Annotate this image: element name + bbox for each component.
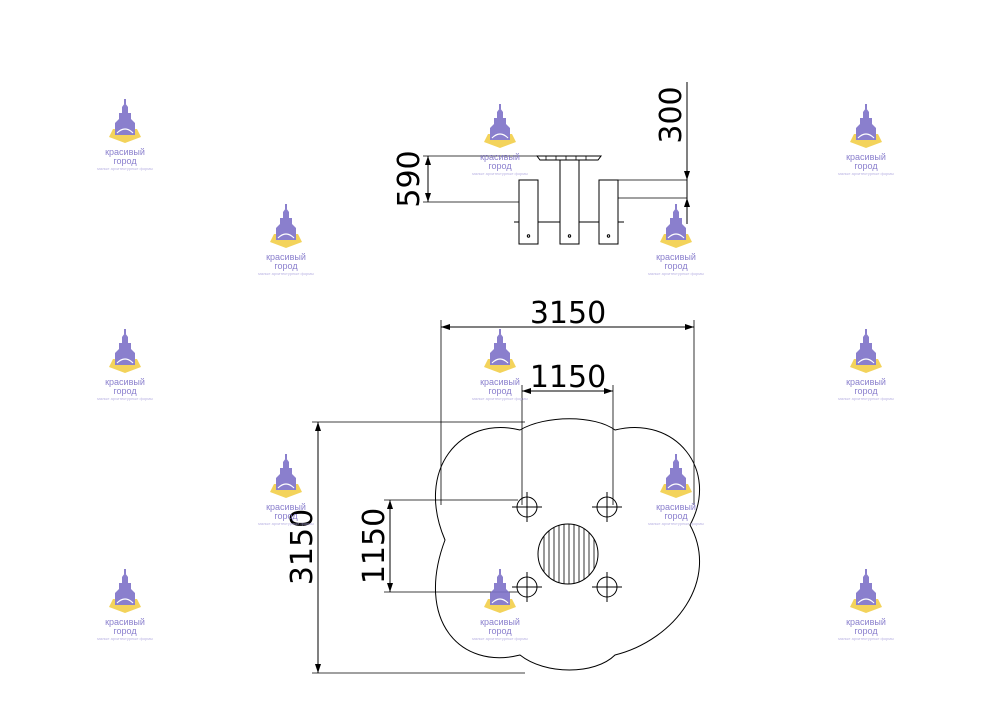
watermark-tagline: малые архитектурные формы bbox=[97, 396, 153, 401]
dimension-1150-vertical-label: 1150 bbox=[357, 508, 392, 584]
watermark-tagline: малые архитектурные формы bbox=[472, 171, 528, 176]
watermark-brand-line1: красивый bbox=[656, 502, 696, 512]
elevation-center-post bbox=[559, 159, 580, 245]
watermark-brand-line2: город bbox=[854, 626, 878, 636]
watermark-tagline: малые архитектурные формы bbox=[97, 166, 153, 171]
watermark-tagline: малые архитектурные формы bbox=[838, 636, 894, 641]
watermark-brand-line1: красивый bbox=[480, 152, 520, 162]
watermark-castle-icon bbox=[483, 328, 517, 374]
plan-stool-bottom-right bbox=[592, 572, 622, 602]
watermark-brand-line2: город bbox=[274, 261, 298, 271]
watermark-tagline: малые архитектурные формы bbox=[472, 396, 528, 401]
watermark-brand-line2: город bbox=[274, 511, 298, 521]
watermark-brand-line1: красивый bbox=[105, 377, 145, 387]
watermark-castle-icon bbox=[269, 453, 303, 499]
watermark-castle-icon bbox=[483, 103, 517, 149]
dimension-3150-vertical-label: 3150 bbox=[285, 509, 320, 585]
dimension-1150-horizontal: 1150 bbox=[521, 360, 614, 505]
watermark-tagline: малые архитектурные формы bbox=[648, 271, 704, 276]
plan-clover-outline bbox=[435, 418, 701, 671]
watermark-brand-line1: красивый bbox=[480, 377, 520, 387]
watermark-castle-icon bbox=[849, 328, 883, 374]
watermark-castle-icon bbox=[108, 98, 142, 144]
dimension-3150-vertical: 3150 bbox=[285, 421, 525, 674]
watermark-brand-line2: город bbox=[488, 386, 512, 396]
watermark-tagline: малые архитектурные формы bbox=[258, 521, 314, 526]
dimension-590: 590 bbox=[392, 150, 537, 208]
watermark-tagline: малые архитектурные формы bbox=[648, 521, 704, 526]
watermark-brand-line2: город bbox=[854, 161, 878, 171]
plan-center-table bbox=[537, 523, 599, 585]
watermark-brand-line1: красивый bbox=[846, 152, 886, 162]
side-elevation-view: 590 300 bbox=[392, 82, 690, 245]
watermark-brand-line1: красивый bbox=[105, 617, 145, 627]
watermark-brand-line2: город bbox=[113, 386, 137, 396]
watermark-castle-icon bbox=[659, 453, 693, 499]
watermark-castle-icon bbox=[108, 568, 142, 614]
plan-view: 3150 1150 3150 1150 bbox=[285, 296, 701, 674]
watermark-brand-line1: красивый bbox=[480, 617, 520, 627]
watermark-brand-line1: красивый bbox=[266, 502, 306, 512]
watermark-castle-icon bbox=[269, 203, 303, 249]
plan-stool-top-right bbox=[592, 492, 622, 522]
watermark-tagline: малые архитектурные формы bbox=[472, 636, 528, 641]
dimension-300-label: 300 bbox=[654, 86, 689, 143]
watermark-tagline: малые архитектурные формы bbox=[838, 396, 894, 401]
watermark-castle-icon bbox=[483, 568, 517, 614]
dimension-1150-vertical: 1150 bbox=[357, 499, 518, 593]
watermark-tagline: малые архитектурные формы bbox=[258, 271, 314, 276]
watermark-tagline: малые архитектурные формы bbox=[838, 171, 894, 176]
plan-stool-bottom-left bbox=[512, 572, 542, 602]
watermark-brand-line1: красивый bbox=[846, 377, 886, 387]
watermark-brand-line2: город bbox=[664, 511, 688, 521]
watermark-brand-line1: красивый bbox=[846, 617, 886, 627]
watermark-brand-line2: город bbox=[488, 626, 512, 636]
watermark-brand-line2: город bbox=[664, 261, 688, 271]
elevation-left-stool bbox=[514, 179, 560, 245]
watermark-brand-line1: красивый bbox=[266, 252, 306, 262]
watermark-castle-icon bbox=[849, 103, 883, 149]
dimension-3150-horizontal-label: 3150 bbox=[530, 296, 606, 331]
watermark-brand-line2: город bbox=[113, 626, 137, 636]
elevation-tabletop bbox=[536, 155, 602, 161]
dimension-300: 300 bbox=[618, 82, 690, 224]
dimension-590-label: 590 bbox=[392, 150, 427, 207]
watermark-castle-icon bbox=[849, 568, 883, 614]
watermark-brand-line1: красивый bbox=[105, 147, 145, 157]
watermark-brand-line2: город bbox=[113, 156, 137, 166]
watermark-tagline: малые архитектурные формы bbox=[97, 636, 153, 641]
elevation-right-stool bbox=[579, 179, 624, 245]
watermark-castle-icon bbox=[108, 328, 142, 374]
dimension-1150-horizontal-label: 1150 bbox=[530, 360, 606, 395]
plan-stool-top-left bbox=[512, 492, 542, 522]
dimension-3150-horizontal: 3150 bbox=[440, 296, 695, 505]
watermark-brand-line1: красивый bbox=[656, 252, 696, 262]
watermark-brand-line2: город bbox=[854, 386, 878, 396]
watermark-brand-line2: город bbox=[488, 161, 512, 171]
